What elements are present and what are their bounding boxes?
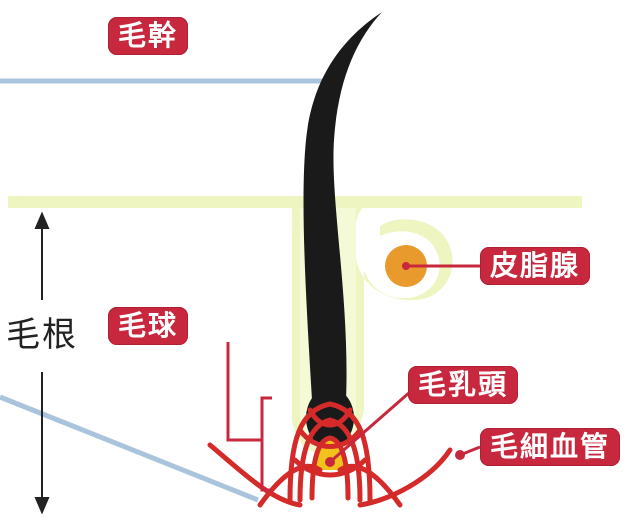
label-sebaceous-gland: 皮脂腺 [480, 247, 591, 285]
label-capillaries: 毛細血管 [480, 428, 621, 466]
label-dermal-papilla: 毛乳頭 [408, 366, 519, 404]
label-hair-bulb: 毛球 [108, 307, 189, 345]
dermal-papilla-leader [325, 390, 411, 467]
subcutis-line [0, 394, 259, 503]
follicle-sheath [8, 196, 582, 455]
hair-root-arrow [34, 211, 50, 515]
label-hair-root: 毛根 [6, 315, 78, 355]
hair-bulb-bracket [226, 342, 272, 492]
hair-shaft [303, 12, 382, 430]
capillary-leader [455, 445, 481, 460]
label-hair-shaft: 毛幹 [108, 17, 189, 55]
capillaries [207, 401, 453, 508]
